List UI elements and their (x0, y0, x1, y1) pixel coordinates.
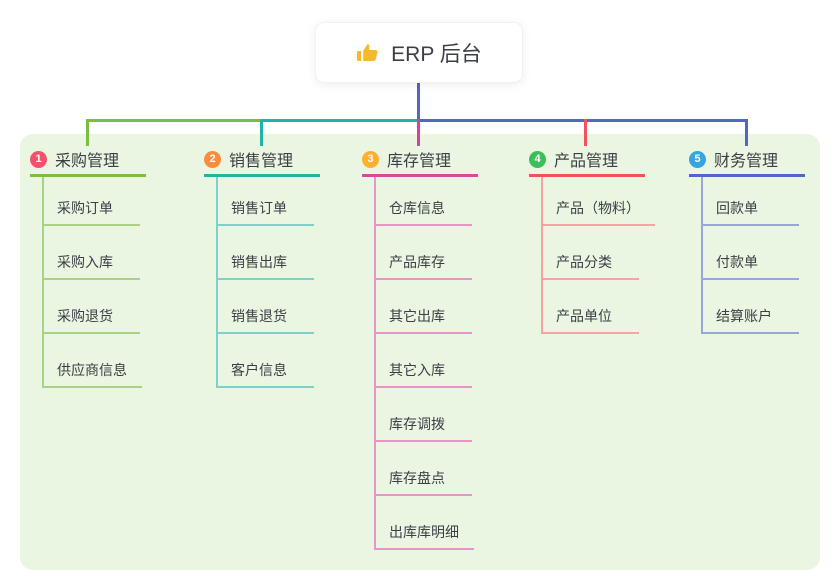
child-node[interactable]: 其它入库 (376, 334, 472, 388)
branch-label: 销售管理 (229, 153, 294, 170)
branch-children: 销售订单销售出库销售退货客户信息 (216, 177, 314, 388)
number-badge: 5 (689, 150, 706, 168)
child-node[interactable]: 出库库明细 (376, 496, 474, 550)
branch-product-management: 4 产品管理 产品（物料）产品分类产品单位 (529, 144, 655, 334)
child-node[interactable]: 库存调拨 (376, 388, 472, 442)
child-node[interactable]: 其它出库 (376, 280, 472, 334)
child-node[interactable]: 客户信息 (218, 334, 314, 388)
branch-sales-management: 2 销售管理 销售订单销售出库销售退货客户信息 (204, 144, 320, 388)
child-node[interactable]: 采购订单 (44, 177, 140, 226)
branch-title[interactable]: 2 销售管理 (204, 144, 320, 177)
branch-label: 库存管理 (387, 153, 452, 170)
board-background (20, 134, 820, 570)
branch-connector-finance (745, 119, 748, 146)
child-node[interactable]: 产品（物料） (543, 177, 655, 226)
branch-children: 采购订单采购入库采购退货供应商信息 (42, 177, 142, 388)
branch-connector-inventory (417, 119, 420, 146)
branch-title[interactable]: 3 库存管理 (362, 144, 478, 177)
branch-label: 采购管理 (55, 153, 120, 170)
child-node[interactable]: 产品库存 (376, 226, 472, 280)
child-node[interactable]: 仓库信息 (376, 177, 472, 226)
branch-inventory-management: 3 库存管理 仓库信息产品库存其它出库其它入库库存调拨库存盘点出库库明细 (362, 144, 478, 550)
number-badge: 3 (362, 150, 379, 168)
branch-label: 财务管理 (714, 153, 779, 170)
child-node[interactable]: 销售订单 (218, 177, 314, 226)
branch-connector-purchase (86, 119, 89, 146)
branch-children: 产品（物料）产品分类产品单位 (541, 177, 655, 334)
root-node[interactable]: ERP 后台 (315, 22, 523, 83)
child-node[interactable]: 产品分类 (543, 226, 639, 280)
child-node[interactable]: 供应商信息 (44, 334, 142, 388)
branch-finance-management: 5 财务管理 回款单付款单结算账户 (689, 144, 805, 334)
branch-title[interactable]: 5 财务管理 (689, 144, 805, 177)
bus-line-teal (260, 119, 419, 122)
branch-children: 仓库信息产品库存其它出库其它入库库存调拨库存盘点出库库明细 (374, 177, 474, 550)
child-node[interactable]: 结算账户 (703, 280, 799, 334)
bus-line-green (86, 119, 262, 122)
root-label: ERP 后台 (391, 42, 482, 66)
branch-purchase-management: 1 采购管理 采购订单采购入库采购退货供应商信息 (30, 144, 146, 388)
child-node[interactable]: 付款单 (703, 226, 799, 280)
child-node[interactable]: 产品单位 (543, 280, 639, 334)
branch-title[interactable]: 4 产品管理 (529, 144, 645, 177)
thumbs-up-icon (356, 41, 380, 65)
child-node[interactable]: 采购退货 (44, 280, 140, 334)
number-badge: 2 (204, 150, 221, 168)
root-connector-line (417, 83, 420, 120)
child-node[interactable]: 采购入库 (44, 226, 140, 280)
child-node[interactable]: 销售退货 (218, 280, 314, 334)
branch-connector-product (584, 119, 587, 146)
branch-label: 产品管理 (554, 153, 619, 170)
branch-title[interactable]: 1 采购管理 (30, 144, 146, 177)
number-badge: 1 (30, 150, 47, 168)
branch-children: 回款单付款单结算账户 (701, 177, 799, 334)
child-node[interactable]: 回款单 (703, 177, 799, 226)
branch-connector-sales (260, 119, 263, 146)
child-node[interactable]: 销售出库 (218, 226, 314, 280)
number-badge: 4 (529, 150, 546, 168)
bus-line-blue (417, 119, 748, 122)
child-node[interactable]: 库存盘点 (376, 442, 472, 496)
